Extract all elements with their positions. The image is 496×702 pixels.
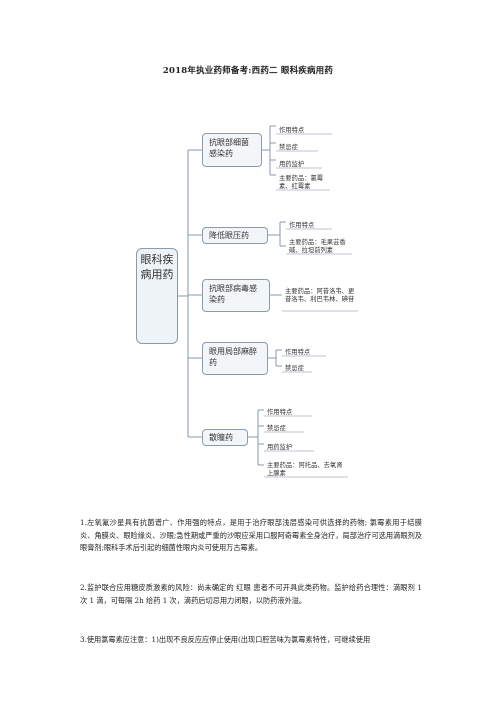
mindmap-root: 眼科疾病用药 (136, 248, 178, 344)
branch-label: 降低眼压药 (209, 231, 249, 240)
leaf-item: 主要药品：毛果芸香碱、拉坦前列素 (289, 239, 346, 254)
branch-lower-iop: 降低眼压药 (202, 227, 268, 244)
leaf-item: 用药监护 (267, 444, 293, 451)
leaf-item: 禁忌症 (279, 144, 298, 151)
leaf-item: 主要药品：阿托品、去氧肾上腺素 (267, 462, 343, 477)
branch-label: 抗眼部病毒感染药 (209, 284, 257, 304)
leaf-item: 作用特点 (289, 222, 315, 229)
leaf-item: 禁忌症 (267, 425, 286, 432)
branch-label: 散瞳药 (209, 433, 233, 442)
paragraph-3: 3.使用氯霉素应注意：1)出现不良反应应停止使用(出现口腔苦味为氯霉素特性，可继… (80, 635, 371, 644)
branch-antiviral: 抗眼部病毒感染药 (202, 279, 270, 312)
paragraph-2: 2.监护联合应用糖皮质激素的风险：尚未确定的 红眼 患者不可开具此类药物。监护给… (80, 583, 422, 605)
branch-mydriatic: 散瞳药 (202, 429, 248, 446)
branch-anesthetic: 眼用局部麻醉药 (202, 342, 268, 375)
leaf-item: 禁忌症 (285, 365, 304, 372)
leaf-item: 作用特点 (267, 409, 293, 416)
leaf-item: 主要药品：阿昔洛韦、更昔洛韦、利巴韦林、碘苷 (285, 288, 355, 303)
paragraph-1: 1.左氧氟沙星具有抗菌谱广、作用强的特点，是用于治疗眼部浅层感染可供选择的药物;… (80, 518, 422, 552)
branch-label: 眼用局部麻醉药 (209, 347, 257, 367)
leaf-item: 作用特点 (279, 127, 305, 134)
page-title: 2018年执业药师备考:西药二 眼科疾病用药 (162, 66, 334, 76)
leaf-item: 用药监护 (279, 161, 305, 168)
leaf-item: 主要药品：氯霉素、红霉素 (279, 175, 324, 190)
leaf-item: 作用特点 (285, 349, 311, 356)
branch-antibacterial: 抗眼部细菌感染药 (202, 133, 262, 167)
branch-label: 抗眼部细菌感染药 (209, 138, 249, 158)
